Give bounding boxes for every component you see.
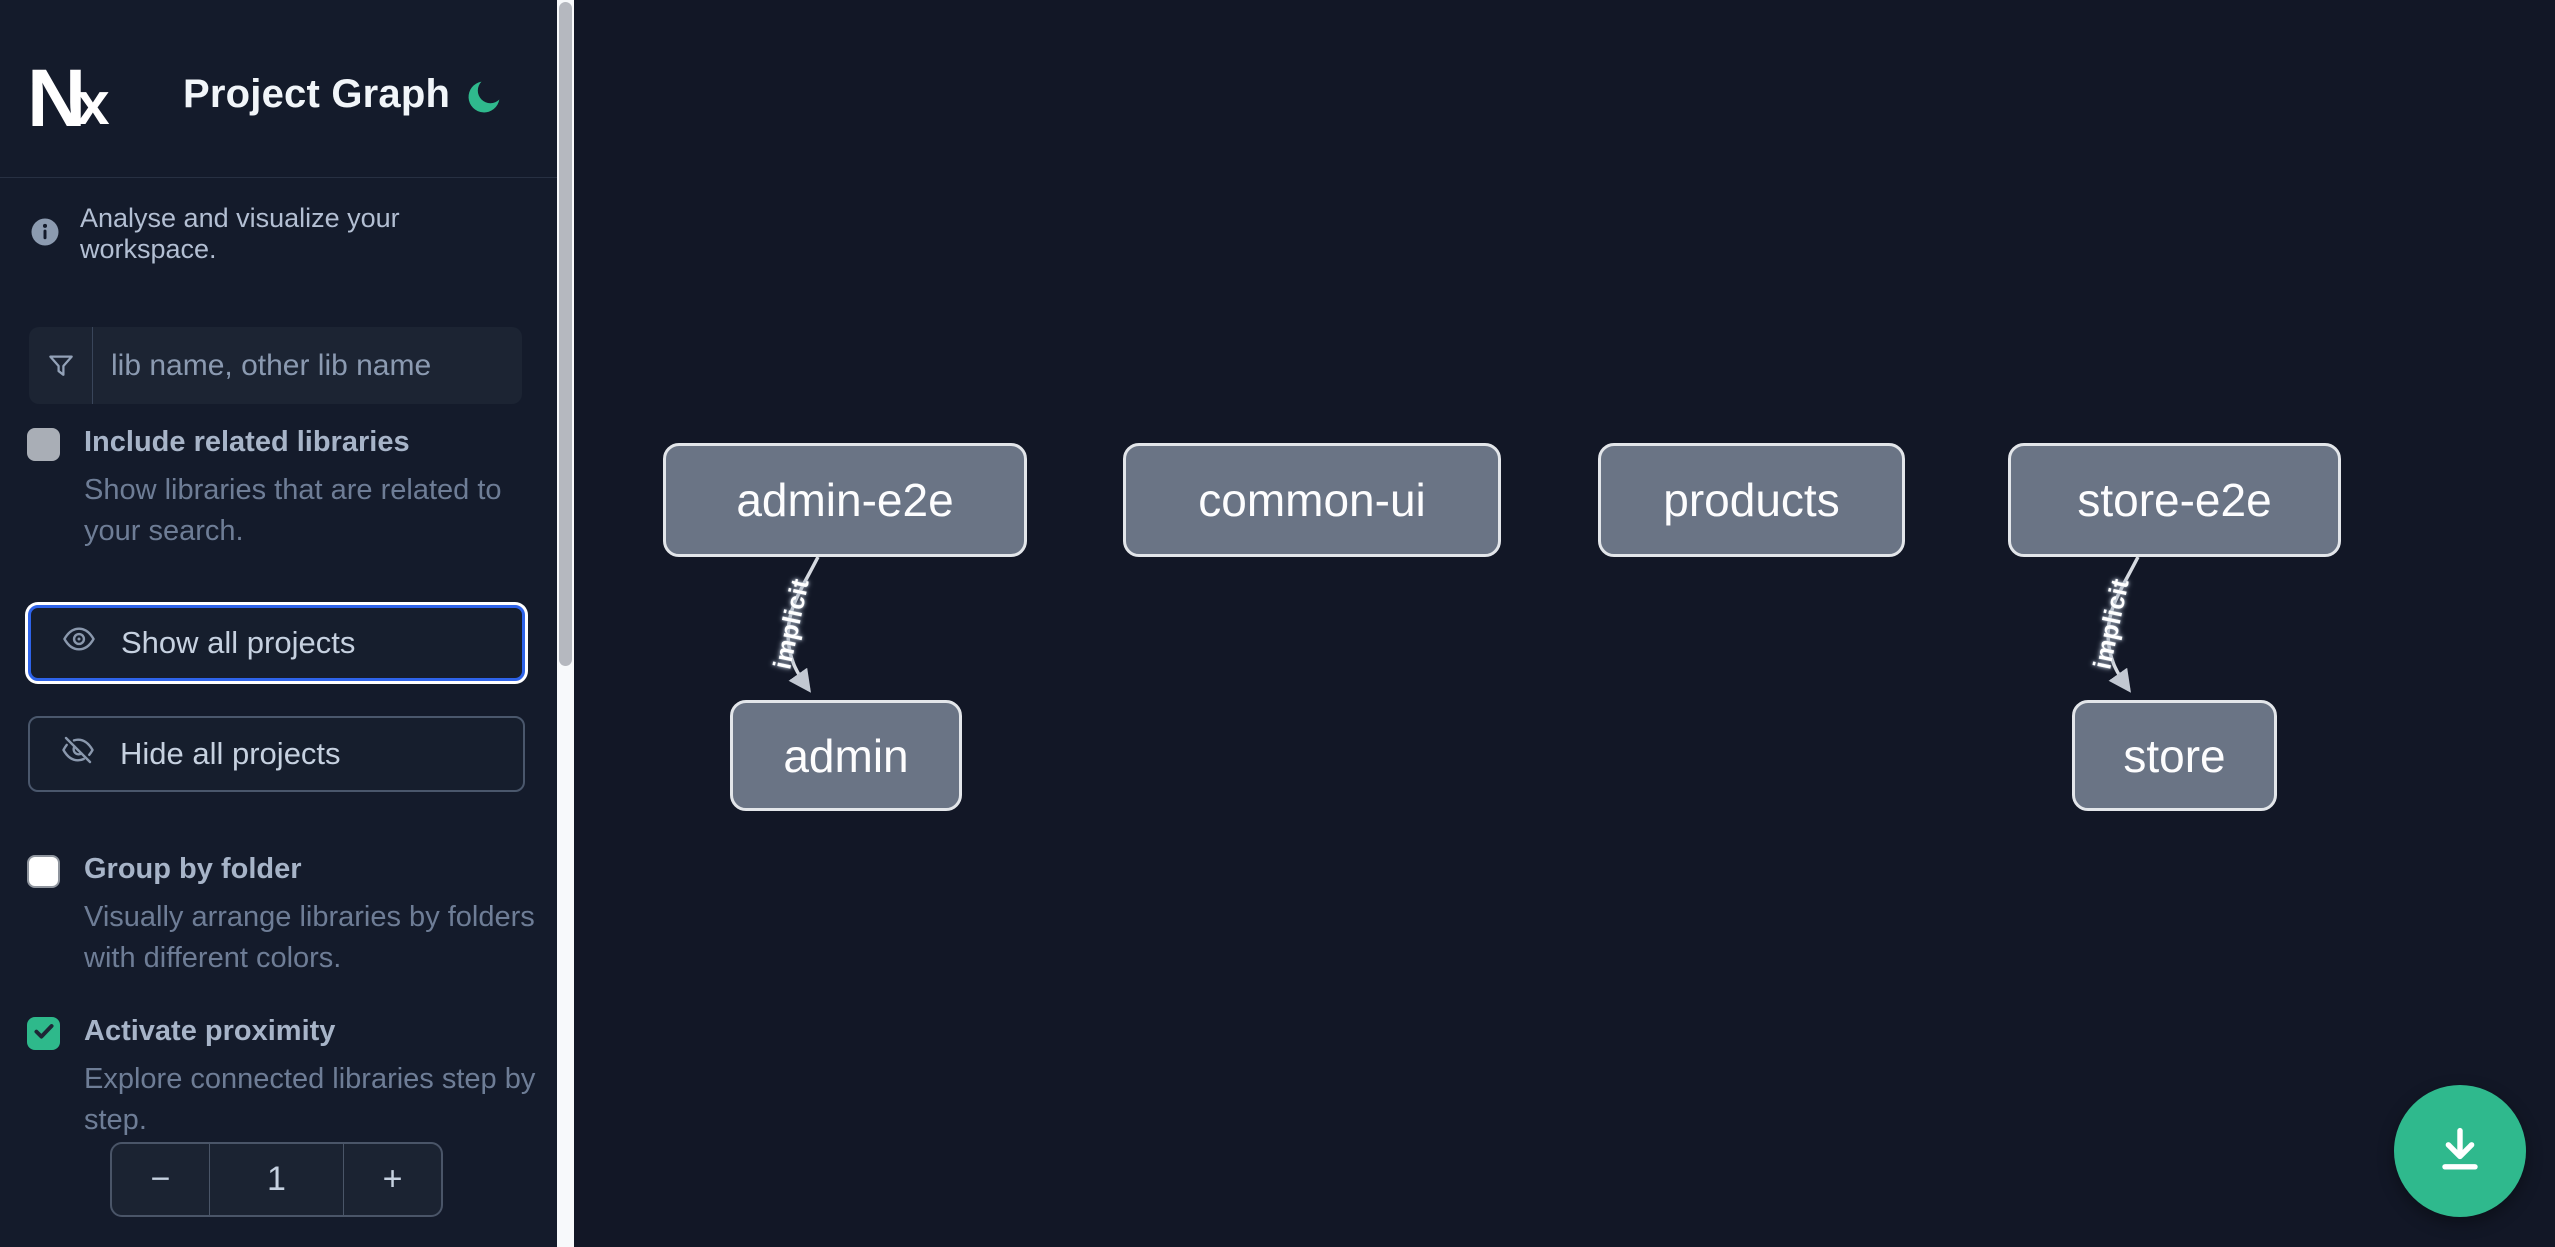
proximity-stepper: − 1 + <box>110 1142 443 1217</box>
sidebar-header: N x Project Graph <box>0 0 557 178</box>
download-icon <box>2429 1119 2491 1184</box>
include-related-description: Show libraries that are related to your … <box>84 474 502 547</box>
nx-logo-n: N <box>27 53 86 144</box>
eye-icon <box>61 621 97 665</box>
node-products[interactable]: products <box>1598 443 1905 557</box>
sidebar-scrollbar-thumb[interactable] <box>559 2 572 666</box>
include-related-label[interactable]: Include related libraries <box>84 426 410 458</box>
info-icon <box>30 217 60 252</box>
stepper-value: 1 <box>209 1144 344 1215</box>
stepper-increment-button[interactable]: + <box>344 1144 441 1215</box>
eye-off-icon <box>60 732 96 776</box>
funnel-icon <box>29 327 93 404</box>
workspace-info-text: Analyse and visualize your workspace. <box>80 203 400 264</box>
moon-icon <box>465 81 505 119</box>
sidebar-scrollbar-track[interactable] <box>557 0 574 1247</box>
node-admin[interactable]: admin <box>730 700 962 811</box>
node-store-e2e[interactable]: store-e2e <box>2008 443 2341 557</box>
nx-logo: N x <box>27 53 137 144</box>
group-by-folder-checkbox[interactable] <box>27 855 60 888</box>
activate-proximity-label[interactable]: Activate proximity <box>84 1015 336 1047</box>
show-all-projects-label: Show all projects <box>121 625 356 660</box>
hide-all-projects-button[interactable]: Hide all projects <box>28 716 525 792</box>
node-store[interactable]: store <box>2072 700 2277 811</box>
activate-proximity-checkbox[interactable] <box>27 1017 60 1050</box>
sidebar: N x Project Graph Analyse and visualize … <box>0 0 557 1247</box>
nx-logo-x: x <box>76 70 110 137</box>
download-graph-button[interactable] <box>2394 1085 2526 1217</box>
node-common-ui[interactable]: common-ui <box>1123 443 1501 557</box>
show-all-projects-button[interactable]: Show all projects <box>28 605 525 681</box>
hide-all-projects-label: Hide all projects <box>120 736 341 771</box>
node-admin-e2e[interactable]: admin-e2e <box>663 443 1027 557</box>
group-by-folder-label[interactable]: Group by folder <box>84 853 302 885</box>
filter-input[interactable] <box>93 327 522 404</box>
workspace-info: Analyse and visualize your workspace. <box>30 203 530 265</box>
group-by-folder-description: Visually arrange libraries by folders wi… <box>84 901 535 974</box>
activate-proximity-description: Explore connected libraries step by step… <box>84 1063 536 1136</box>
page-title: Project Graph <box>183 72 451 116</box>
graph-canvas[interactable] <box>574 0 2555 1247</box>
filter-box <box>29 327 522 404</box>
include-related-checkbox[interactable] <box>27 428 60 461</box>
stepper-decrement-button[interactable]: − <box>112 1144 209 1215</box>
theme-toggle-button[interactable] <box>462 74 508 120</box>
check-icon <box>31 1018 57 1049</box>
